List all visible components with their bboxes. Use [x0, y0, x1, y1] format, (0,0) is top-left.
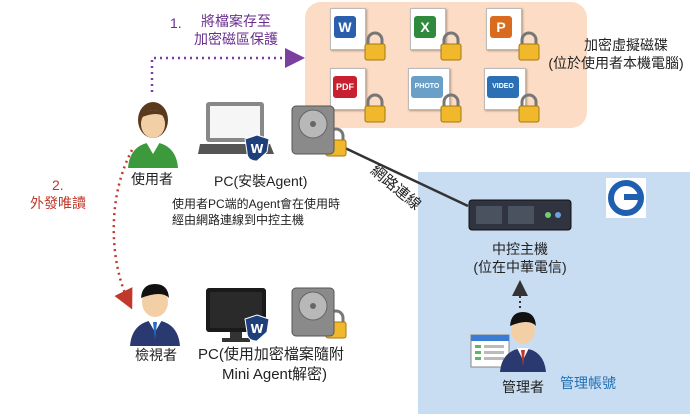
admin-account-label: 管理帳號: [560, 375, 616, 391]
server-icon: [468, 199, 572, 231]
powerpoint-document-icon: P: [486, 8, 522, 50]
step1-number: 1.: [170, 15, 182, 31]
viewer-label: 檢視者: [135, 347, 177, 363]
step2-number: 2.: [52, 177, 64, 193]
viewer-pc-label-line1: PC(使用加密檔案隨附: [198, 346, 344, 363]
step1-arrow: [150, 48, 305, 92]
user-pc-label: PC(安裝Agent): [214, 173, 308, 189]
excel-document-icon: X: [410, 8, 446, 50]
vault-title-line2: (位於使用者本機電腦): [548, 55, 684, 71]
step1-label-line1: 將檔案存至: [201, 13, 271, 29]
agent-shield-icon: W: [244, 134, 270, 162]
viewer-hard-disk-icon: [291, 287, 335, 337]
hard-disk-icon: [291, 105, 335, 155]
viewer-person-icon: [130, 284, 180, 346]
word-document-icon: W: [330, 8, 366, 50]
pdf-document-icon: PDF: [330, 68, 366, 110]
lock-icon: [325, 31, 540, 339]
step1-label-line2: 加密磁區保護: [194, 31, 278, 47]
video-document-icon: VIDEO: [484, 68, 526, 110]
mini-agent-shield-icon: W: [244, 314, 270, 342]
viewer-pc-label-line2: Mini Agent解密): [222, 366, 328, 383]
monitor-icon: [206, 288, 266, 342]
server-label-line1: 中控主機: [492, 241, 548, 257]
admin-label: 管理者: [502, 379, 544, 395]
company-logo-icon: [606, 178, 646, 218]
svg-text:W: W: [250, 322, 263, 336]
admin-person-icon: [500, 312, 546, 372]
svg-text:W: W: [250, 142, 263, 156]
vault-title-line1: 加密虛擬磁碟: [584, 37, 668, 53]
step2-label: 外發唯讀: [30, 195, 86, 211]
user-pc-desc-line2: 經由網路連線到中控主機: [172, 213, 305, 227]
user-person-icon: [128, 102, 178, 168]
user-pc-desc-line1: 使用者PC端的Agent會在使用時: [172, 197, 341, 211]
network-link: [344, 146, 469, 208]
user-label: 使用者: [131, 171, 173, 187]
server-label-line2: (位在中華電信): [473, 259, 567, 275]
